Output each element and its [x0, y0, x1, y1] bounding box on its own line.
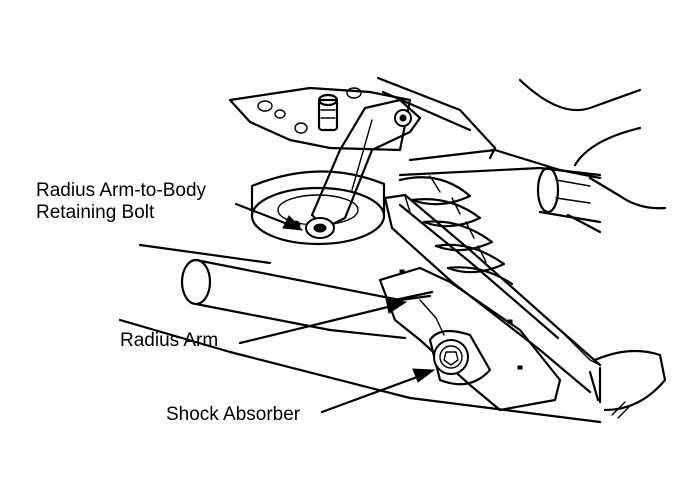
shock-absorber-callout-arrow: [320, 368, 436, 414]
radius-arm-member: [383, 193, 602, 394]
radius-arm-callout-arrow: [238, 298, 408, 345]
spindle-end: [588, 349, 667, 419]
label-radius-arm-to-body-retaining-bolt: Radius Arm-to-Body Retaining Bolt: [36, 180, 206, 224]
body-bracket-plate: [228, 86, 412, 152]
label-line-1: Radius Arm-to-Body: [36, 180, 207, 201]
label-line-2: Retaining Bolt: [36, 202, 155, 223]
link-strap: [310, 98, 422, 230]
shock-absorber-eye: [428, 329, 492, 386]
body-mount-base: [250, 170, 386, 246]
bolt-callout-arrow: [234, 202, 304, 231]
mount-studs: [317, 93, 339, 132]
axle-tube: [536, 166, 602, 224]
label-radius-arm: Radius Arm: [120, 330, 219, 351]
label-shock-absorber: Shock Absorber: [166, 404, 301, 425]
radius-arm-body: [378, 266, 562, 412]
coil-spring: [398, 175, 514, 286]
